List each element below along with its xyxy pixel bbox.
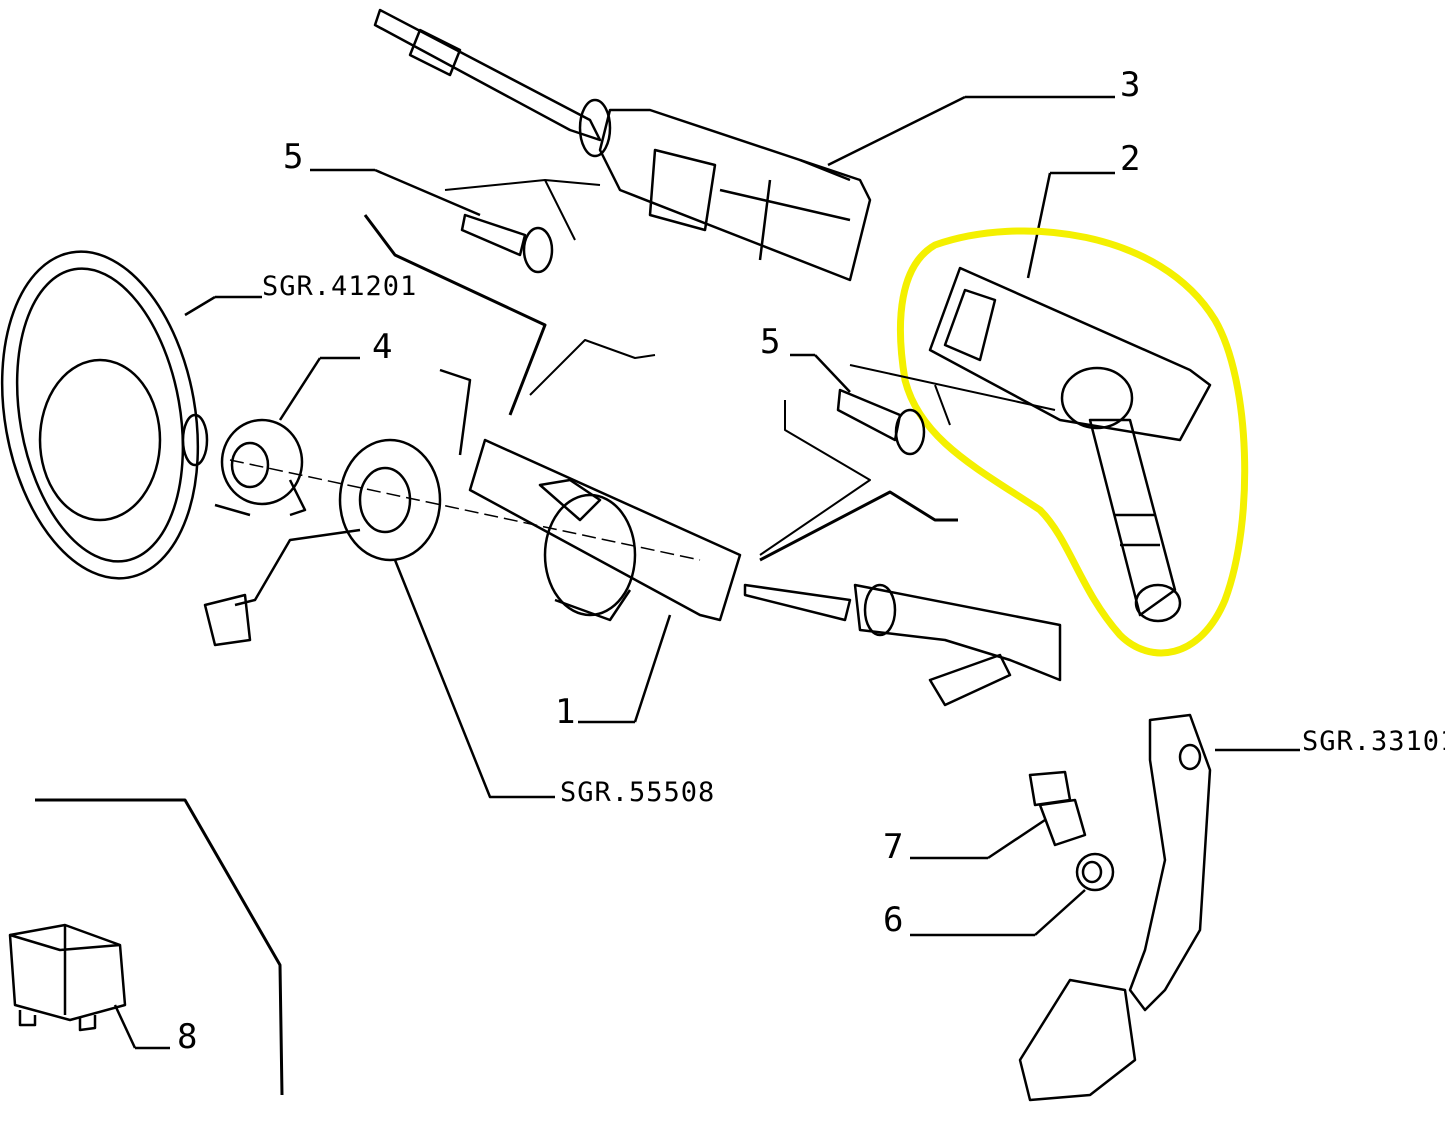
part-7-stop-switch[interactable] <box>1028 770 1087 847</box>
part-number-5: 5 <box>760 322 781 362</box>
leader-line-6 <box>1034 889 1086 936</box>
part-4-ring[interactable] <box>214 418 307 517</box>
part-number-8: 8 <box>177 1017 198 1057</box>
part-3-wiper-switch[interactable] <box>373 8 872 282</box>
highlight-circle <box>896 227 1249 657</box>
steering-wheel[interactable] <box>0 236 222 594</box>
assembly-line <box>444 179 601 241</box>
leader-line-3 <box>827 95 966 167</box>
part-number-2: 2 <box>1120 139 1141 179</box>
leader-line-2 <box>1026 172 1052 279</box>
bracket-line <box>363 214 547 416</box>
bracket-line <box>529 339 656 396</box>
part-6-grommet[interactable] <box>1075 852 1115 892</box>
part-number-3: 3 <box>1120 65 1141 105</box>
leader-line-1 <box>633 614 672 723</box>
axis-line <box>229 459 701 561</box>
steering-shaft[interactable] <box>743 583 1062 707</box>
leader-line-5a2 <box>374 168 481 217</box>
assembly-line <box>849 364 1056 426</box>
leader-line-8 <box>113 1004 137 1049</box>
bracket-line <box>759 490 958 562</box>
leader-line-7 <box>987 818 1046 860</box>
part-8-relay[interactable] <box>8 923 127 1032</box>
part-1-steering-column-shroud[interactable] <box>468 438 742 622</box>
reference-pedal: SGR.33101 <box>1302 726 1445 757</box>
part-5-screw-left[interactable] <box>460 213 554 274</box>
leader-line-sgr41201 <box>184 295 216 317</box>
reference-clock-spring: SGR.55508 <box>560 777 716 808</box>
part-5-screw-right[interactable] <box>836 388 926 456</box>
frame-corner-line <box>35 798 284 1096</box>
bracket-line <box>759 400 871 556</box>
leader-line-5b2 <box>814 354 851 393</box>
leader-line-sgr55508 <box>393 559 555 799</box>
clock-spring[interactable] <box>203 368 472 647</box>
accelerator-pedal[interactable] <box>1018 713 1212 1102</box>
part-2-indicator-switch[interactable] <box>928 266 1212 623</box>
part-number-7: 7 <box>883 827 904 867</box>
reference-steering-wheel: SGR.41201 <box>262 271 418 302</box>
part-number-4: 4 <box>372 327 393 367</box>
part-number-1: 1 <box>555 692 576 732</box>
part-number-5: 5 <box>283 137 304 177</box>
leader-line-4 <box>278 357 322 421</box>
part-number-6: 6 <box>883 900 904 940</box>
